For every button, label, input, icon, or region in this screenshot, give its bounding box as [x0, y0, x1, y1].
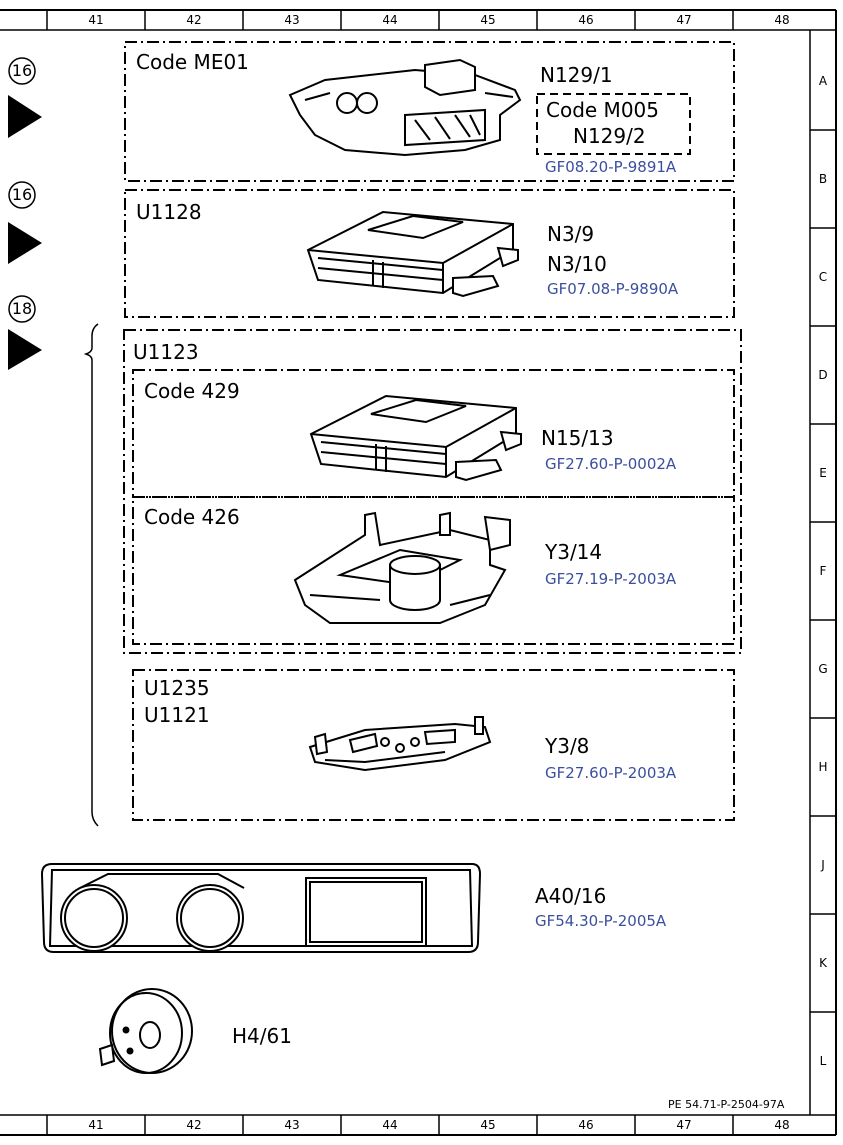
- group-title-u1128: U1128: [136, 200, 202, 224]
- column-number: 48: [774, 1118, 790, 1132]
- column-number: 47: [676, 13, 692, 27]
- row-letter: J: [821, 858, 825, 872]
- part-label-y3-8: Y3/8: [545, 734, 590, 758]
- row-letter: E: [819, 466, 827, 480]
- row-letter: A: [818, 74, 828, 88]
- part-label-y3-14: Y3/14: [545, 540, 603, 564]
- valve-body-illustration: [293, 511, 511, 624]
- column-number: 42: [186, 13, 202, 27]
- group-title-me01: Code ME01: [136, 50, 249, 74]
- instrument-cluster-illustration: [40, 863, 482, 953]
- column-number: 46: [578, 1118, 594, 1132]
- column-number: 48: [774, 13, 790, 27]
- group-title-u1123: U1123: [133, 340, 199, 364]
- arrow-right-icon: [8, 95, 42, 138]
- drawing-reference: PE 54.71-P-2504-97A: [668, 1098, 785, 1111]
- row-letter: G: [818, 662, 828, 676]
- document-reference-link[interactable]: GF54.30-P-2005A: [535, 912, 667, 930]
- arrow-right-icon: [8, 329, 42, 370]
- column-number: 44: [382, 1118, 398, 1132]
- row-letter: C: [818, 270, 828, 284]
- document-reference-link[interactable]: GF07.08-P-9890A: [547, 280, 679, 298]
- electrohydraulic-plate-illustration: [308, 716, 492, 772]
- row-letter: B: [818, 172, 828, 186]
- group-title-m005: Code M005: [546, 98, 659, 122]
- document-reference-link[interactable]: GF27.19-P-2003A: [545, 570, 677, 588]
- column-number: 41: [88, 1118, 104, 1132]
- row-letter: K: [819, 956, 827, 970]
- part-label-n3-9: N3/9: [547, 222, 595, 246]
- row-letter: D: [818, 368, 828, 382]
- part-label-a40-16: A40/16: [535, 884, 607, 908]
- group-title-code-426: Code 426: [144, 505, 240, 529]
- part-label-n129-2: N129/2: [573, 124, 646, 148]
- group-title-code-429: Code 429: [144, 379, 240, 403]
- speaker-illustration: [98, 988, 193, 1074]
- column-number: 43: [284, 1118, 300, 1132]
- column-number: 45: [480, 13, 496, 27]
- group-title-u1121: U1121: [144, 703, 210, 727]
- part-label-h4-61: H4/61: [232, 1024, 292, 1048]
- part-label-n129-1: N129/1: [540, 63, 613, 87]
- part-label-n15-13: N15/13: [541, 426, 614, 450]
- marker-number: 18: [11, 299, 33, 318]
- row-letter: L: [819, 1054, 827, 1068]
- part-label-n3-10: N3/10: [547, 252, 607, 276]
- row-letter: F: [819, 564, 827, 578]
- column-number: 46: [578, 13, 594, 27]
- group-bracket: [83, 323, 99, 827]
- document-reference-link[interactable]: GF27.60-P-2003A: [545, 764, 677, 782]
- marker-number: 16: [11, 61, 33, 80]
- column-number: 44: [382, 13, 398, 27]
- document-reference-link[interactable]: GF08.20-P-9891A: [545, 158, 677, 176]
- group-title-u1235: U1235: [144, 676, 210, 700]
- column-number: 47: [676, 1118, 692, 1132]
- row-letter: H: [818, 760, 828, 774]
- transmission-control-module-illustration: [309, 394, 522, 482]
- document-reference-link[interactable]: GF27.60-P-0002A: [545, 455, 677, 473]
- column-number: 45: [480, 1118, 496, 1132]
- column-number: 41: [88, 13, 104, 27]
- column-number: 42: [186, 1118, 202, 1132]
- column-number: 43: [284, 13, 300, 27]
- marker-number: 16: [11, 185, 33, 204]
- marker-arrows: [8, 57, 42, 370]
- engine-control-unit-illustration: [288, 58, 522, 157]
- arrow-right-icon: [8, 222, 42, 264]
- control-module-illustration: [306, 210, 519, 298]
